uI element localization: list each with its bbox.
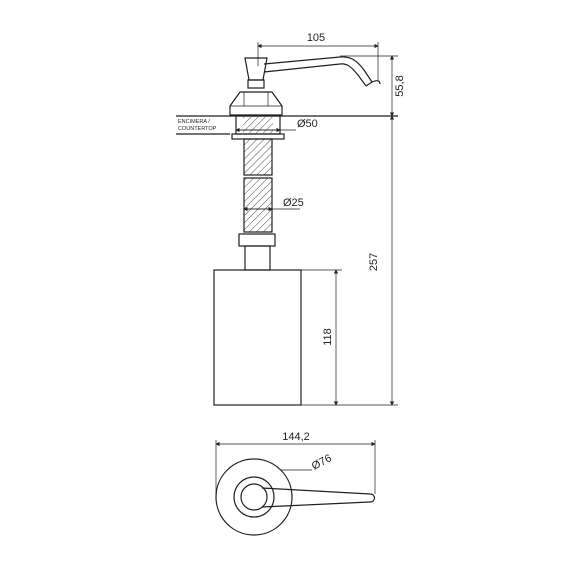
pump-cap [244, 57, 268, 81]
top-cap-circle [240, 483, 268, 511]
dim-top-diameter: Ø76 [310, 452, 334, 472]
washer [231, 133, 285, 140]
countertop-label-line2: COUNTERTOP [178, 126, 217, 132]
dim-spout-length: 105 [307, 32, 325, 44]
spout [263, 56, 373, 83]
dim-body-diameter: Ø50 [297, 118, 318, 130]
top-inner-circle [233, 476, 275, 518]
dim-spout-height: 55,8 [394, 75, 406, 96]
spout-lower [263, 63, 367, 87]
front-view: 105 55,8 Ø50 Ø25 257 118 ENCIMERA / COUN… [176, 32, 406, 406]
pump-neck [247, 79, 265, 89]
spout-tip [365, 80, 381, 87]
top-spout [261, 487, 376, 508]
bottle-collar [238, 233, 276, 247]
head-body [229, 91, 283, 116]
top-view: 144,2 Ø76 [215, 431, 376, 536]
bottle [213, 269, 302, 406]
dim-bottle-height: 118 [322, 328, 334, 346]
dim-top-width: 144,2 [282, 431, 310, 443]
bottle-neck [244, 245, 271, 271]
dim-tube-diameter: Ø25 [283, 197, 304, 209]
dim-total-height: 257 [368, 253, 380, 271]
top-outer-circle [215, 458, 293, 536]
countertop-label-line1: ENCIMERA / [178, 119, 210, 125]
